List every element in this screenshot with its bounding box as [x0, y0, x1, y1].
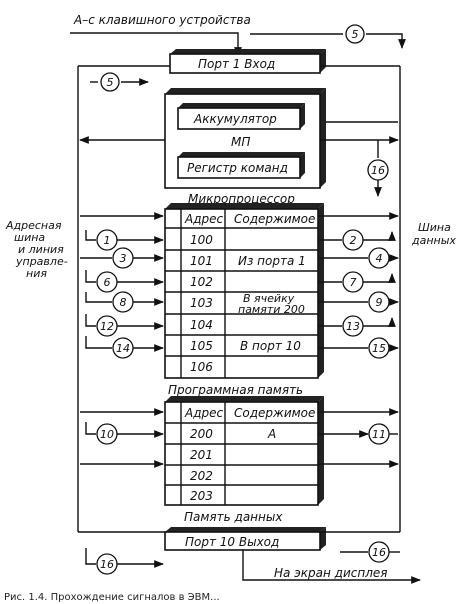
svg-text:12: 12: [100, 320, 114, 333]
svg-text:15: 15: [372, 342, 386, 355]
dm-content-200: А: [267, 427, 276, 441]
svg-text:Адресная: Адресная: [5, 219, 62, 232]
svg-text:13: 13: [346, 320, 360, 333]
pm-addr-102: 102: [190, 275, 213, 289]
pm-addr-101: 101: [190, 254, 213, 268]
svg-text:управле-: управле-: [15, 255, 68, 268]
svg-text:7: 7: [350, 276, 357, 289]
svg-text:14: 14: [116, 342, 130, 355]
pm-header-content: Содержимое: [234, 212, 315, 226]
accumulator-register: [177, 107, 301, 130]
svg-text:9: 9: [376, 296, 383, 309]
data-memory-table: Адрес Содержимое 200 А 201 202 203: [164, 396, 324, 506]
microprocessor-label: Микропроцессор: [188, 192, 295, 206]
figure-caption: Рис. 1.4. Прохождение сигналов в ЭВМ...: [4, 592, 220, 603]
port-10-box: Порт 10 Выход: [164, 527, 326, 551]
svg-text:1: 1: [104, 234, 111, 247]
step-number-mp: 16: [371, 164, 385, 177]
port-1-box: Порт 1 Вход: [169, 49, 326, 74]
dm-header-addr: Адрес: [184, 406, 224, 420]
program-memory-table: Адрес Содержимое 100 101 Из порта 1 102 …: [164, 203, 324, 379]
dm-addr-201: 201: [190, 448, 213, 462]
pm-addr-100: 100: [190, 233, 213, 247]
pm-left-arrows: 1 3 6 8 12 14: [80, 212, 164, 359]
data-memory-label: Память данных: [184, 510, 283, 524]
accumulator-label: Аккумулятор: [193, 112, 277, 126]
port-10-label: Порт 10 Выход: [185, 535, 279, 549]
svg-text:Шина: Шина: [418, 221, 451, 234]
svg-text:3: 3: [120, 252, 127, 265]
step-number-data-left: 10: [100, 428, 114, 441]
address-bus-label: Адресная шина и линия управле- ния: [5, 219, 68, 280]
step-number-bottom-left: 16: [100, 558, 114, 571]
svg-text:ния: ния: [26, 267, 47, 280]
pm-content-101: Из порта 1: [238, 254, 306, 268]
port-1-label: Порт 1 Вход: [198, 57, 275, 71]
svg-text:и линия: и линия: [18, 243, 64, 256]
display-output-label: На экран дисплея: [274, 566, 387, 580]
pm-right-arrows: 2 4 7 9 13 15: [318, 212, 399, 359]
svg-text:8: 8: [120, 296, 127, 309]
svg-text:2: 2: [350, 234, 357, 247]
dm-addr-202: 202: [190, 469, 213, 483]
svg-text:данных: данных: [411, 234, 456, 247]
pm-content-103-line1: В ячейку: [243, 292, 295, 305]
svg-text:4: 4: [376, 252, 383, 265]
step-number-data-right: 11: [372, 428, 386, 441]
pm-content-103-line2: памяти 200: [238, 303, 305, 316]
program-memory-label: Программная память: [168, 383, 303, 397]
mp-label: МП: [231, 135, 250, 149]
svg-text:6: 6: [104, 276, 111, 289]
step-number-bottom-right: 16: [372, 546, 386, 559]
pm-header-addr: Адрес: [184, 212, 224, 226]
step-circle-port1: [100, 72, 120, 92]
step-number-port1: 5: [107, 76, 114, 89]
dm-addr-200: 200: [190, 427, 213, 441]
dm-addr-203: 203: [190, 489, 213, 503]
pm-addr-106: 106: [190, 360, 213, 374]
keyboard-input-label: А–с клавишного устройства: [73, 13, 251, 27]
pm-addr-103: 103: [190, 296, 213, 310]
pm-content-105: В порт 10: [240, 339, 301, 353]
dm-header-content: Содержимое: [234, 406, 315, 420]
step-circle-top-right: [345, 24, 365, 44]
microprocessor-box: Аккумулятор МП Регистр команд: [164, 88, 326, 189]
data-bus-label: Шина данных: [411, 221, 456, 247]
instruction-register-label: Регистр команд: [187, 161, 288, 175]
instruction-register: [177, 156, 301, 179]
step-number-top-right: 5: [352, 28, 359, 41]
pm-addr-104: 104: [190, 318, 213, 332]
svg-text:шина: шина: [14, 231, 45, 244]
pm-addr-105: 105: [190, 339, 213, 353]
